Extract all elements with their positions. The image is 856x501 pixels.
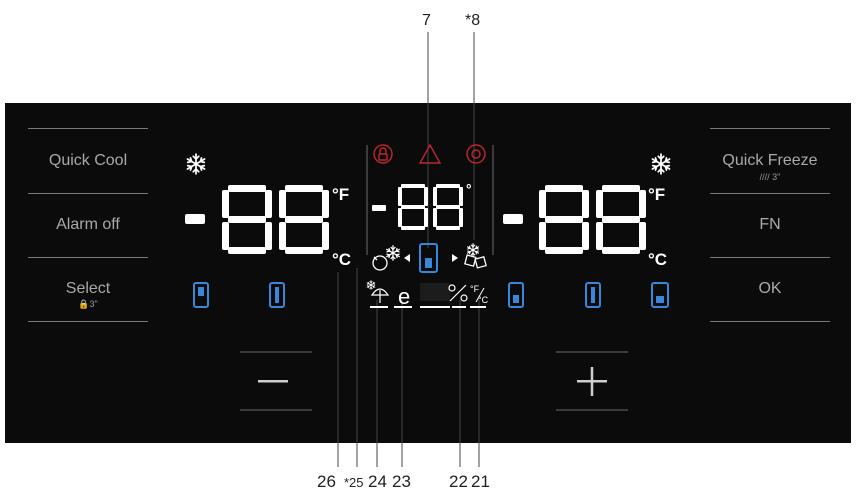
select-lock-hint: 🔒3" — [78, 299, 98, 309]
center-digit-2 — [433, 184, 463, 230]
left-temperature-display — [185, 185, 329, 254]
left-mode-icon-1 — [193, 282, 209, 308]
warning-icon — [418, 143, 442, 164]
center-alert-icons — [373, 143, 486, 164]
left-unit-f: °F — [332, 185, 349, 204]
callout-26: 26 — [317, 472, 336, 491]
right-digit-1 — [539, 185, 589, 254]
callout-23: 23 — [392, 472, 411, 491]
center-minus-segment — [372, 205, 386, 211]
separator — [710, 128, 830, 129]
quick-freeze-button[interactable]: Quick Freeze — [722, 152, 818, 169]
separator — [710, 193, 830, 194]
snowflake-icon — [651, 153, 671, 175]
left-digit-1 — [222, 185, 272, 254]
center-digit-1 — [398, 184, 428, 230]
callout-25: *25 — [344, 475, 364, 490]
center-temperature-display — [372, 184, 463, 230]
separator — [710, 257, 830, 258]
select-button[interactable]: Select — [65, 280, 111, 297]
plus-button[interactable] — [556, 351, 628, 411]
ok-button[interactable]: OK — [758, 280, 782, 297]
callout-lines — [337, 32, 480, 467]
left-arrow-icon — [404, 254, 410, 262]
ice-cubes-icon — [464, 243, 487, 269]
callout-8: *8 — [465, 12, 481, 29]
minus-icon — [258, 380, 288, 383]
right-minus-segment — [503, 214, 523, 224]
right-arrow-icon — [452, 254, 458, 262]
right-mode-icon-2 — [585, 282, 601, 308]
quick-cool-button[interactable]: Quick Cool — [48, 152, 128, 169]
unit-toggle-f: °F — [470, 284, 480, 294]
unit-toggle-slash — [475, 287, 485, 303]
minus-button[interactable] — [240, 351, 312, 411]
humidity-icon — [448, 284, 468, 302]
alarm-off-button[interactable]: Alarm off — [56, 216, 120, 233]
right-mode-icon-1 — [508, 282, 524, 308]
fridge-mode-fill — [425, 258, 432, 268]
separator — [710, 321, 830, 322]
plus-icon-v — [590, 367, 594, 396]
left-digit-2 — [279, 185, 329, 254]
lock-icon: 🔒 — [78, 299, 90, 309]
right-unit-c: °C — [648, 250, 667, 269]
callout-7: 7 — [422, 12, 431, 29]
right-digit-2 — [596, 185, 646, 254]
eco-indicator: e — [398, 284, 410, 309]
callout-22: 22 — [449, 472, 468, 491]
fridge-mode-icon — [419, 243, 438, 273]
center-unit: ° — [466, 181, 472, 197]
unit-toggle-c: °C — [478, 295, 489, 305]
separator — [28, 257, 148, 258]
left-minus-segment — [185, 214, 205, 224]
separator — [28, 193, 148, 194]
left-unit-c: °C — [332, 250, 351, 269]
vacation-icon — [366, 280, 390, 303]
center-box-borders — [366, 145, 494, 255]
right-unit-f: °F — [648, 185, 665, 204]
ice-maker-snow-icon — [386, 245, 400, 261]
right-temperature-display — [503, 185, 646, 254]
quick-freeze-hint: //// 3" — [759, 172, 781, 182]
ice-off-icon — [372, 255, 388, 271]
child-lock-icon — [373, 144, 393, 164]
right-mode-icon-3 — [651, 282, 669, 308]
hatch-icon: //// — [759, 172, 770, 182]
separator — [28, 128, 148, 129]
callout-24: 24 — [368, 472, 387, 491]
fn-button[interactable]: FN — [759, 216, 781, 233]
blank-segment — [420, 283, 450, 301]
indicator-underline — [370, 306, 486, 308]
callout-21: 21 — [471, 472, 490, 491]
filter-icon — [466, 144, 486, 164]
separator — [28, 321, 148, 322]
freezer-snowflake-icon — [186, 153, 206, 175]
left-mode-icon-2 — [269, 282, 285, 308]
